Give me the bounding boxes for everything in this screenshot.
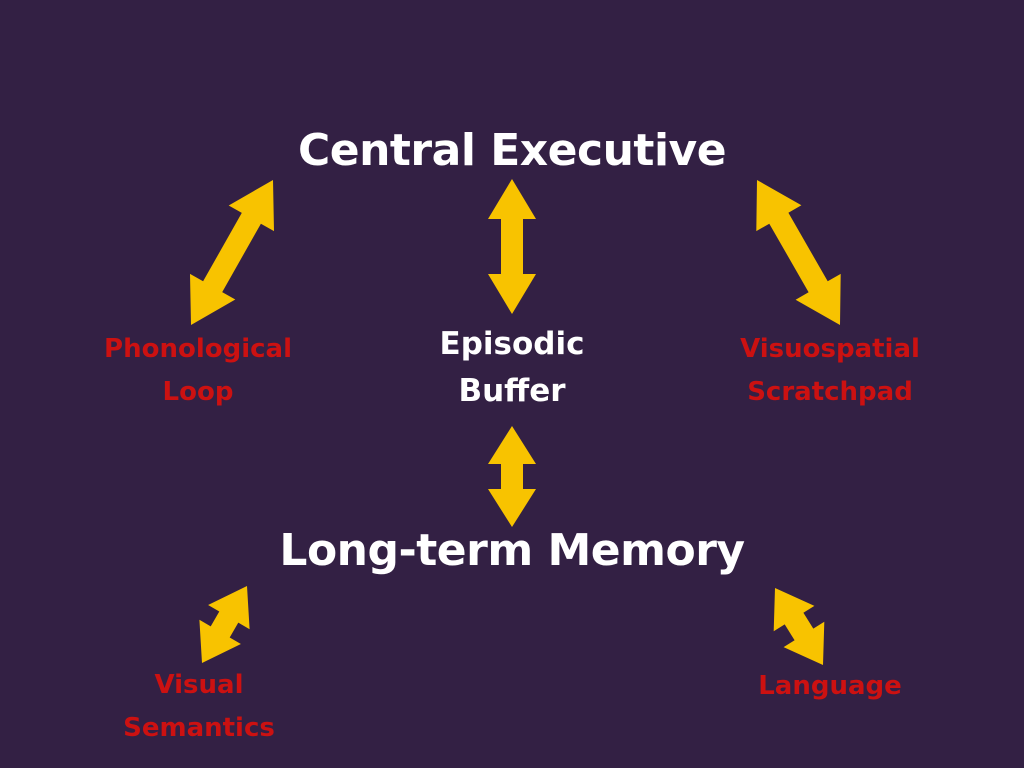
arrow-long-term-memory-language (773, 588, 825, 665)
node-visuospatial-scratchpad: Visuospatial Scratchpad (690, 328, 970, 414)
language-label: Language (758, 671, 902, 701)
episodic-buffer-label-line1: Episodic (439, 326, 585, 362)
visual-semantics-label-line2: Semantics (123, 713, 275, 743)
node-episodic-buffer: Episodic Buffer (392, 321, 632, 415)
node-central-executive: Central Executive (212, 124, 812, 178)
visual-semantics-label-line1: Visual (154, 670, 244, 700)
visuospatial-scratchpad-label-line2: Scratchpad (747, 377, 913, 407)
node-visual-semantics: Visual Semantics (59, 664, 339, 750)
node-language: Language (690, 665, 970, 708)
arrow-long-term-memory-visual-semantics (199, 586, 250, 663)
arrow-central-executive-visuospatial-scratchpad (756, 180, 841, 325)
node-long-term-memory: Long-term Memory (212, 524, 812, 578)
long-term-memory-label: Long-term Memory (279, 525, 745, 576)
visuospatial-scratchpad-label-line1: Visuospatial (740, 334, 920, 364)
arrow-central-executive-episodic-buffer (488, 179, 536, 314)
arrow-central-executive-phonological-loop (190, 180, 274, 325)
phonological-loop-label-line1: Phonological (104, 334, 292, 364)
connection-arrows (190, 179, 841, 665)
phonological-loop-label-line2: Loop (162, 377, 234, 407)
arrow-episodic-buffer-long-term-memory (488, 426, 536, 527)
episodic-buffer-label-line2: Buffer (458, 373, 566, 409)
node-phonological-loop: Phonological Loop (58, 328, 338, 414)
central-executive-label: Central Executive (297, 125, 727, 176)
